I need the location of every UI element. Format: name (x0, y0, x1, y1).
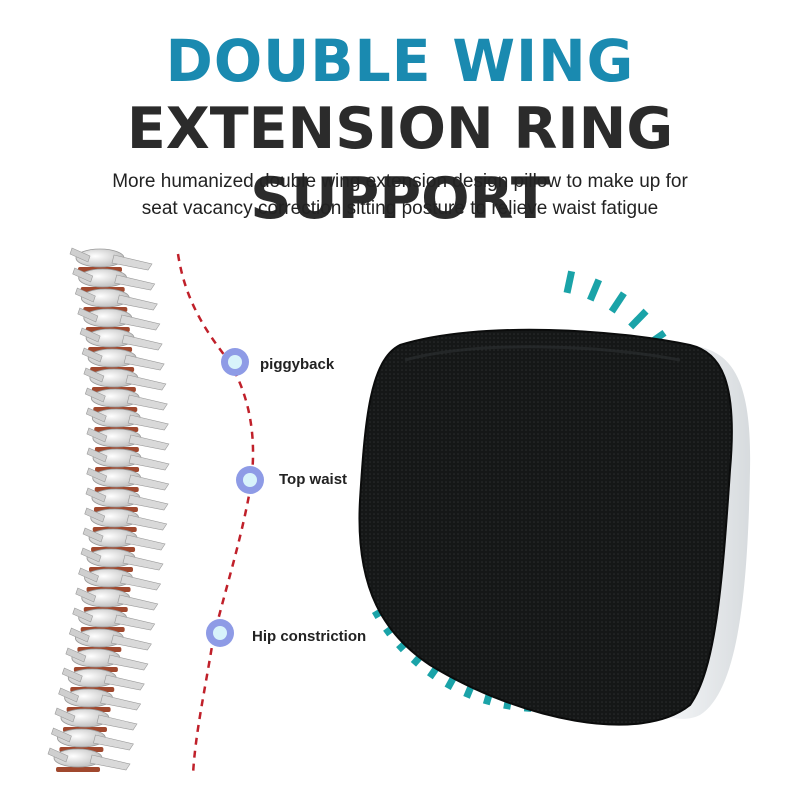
spine-image (47, 247, 170, 772)
subtitle: More humanized double wing extension des… (0, 168, 800, 222)
headline-line-2: EXTENSION RING SUPPORT (126, 96, 674, 232)
label-top-waist: Top waist (279, 471, 348, 488)
label-piggyback: piggyback (260, 356, 335, 373)
label-hip-constriction: Hip constriction (252, 628, 367, 645)
lumbar-pillow-image (358, 328, 751, 726)
marker-piggyback (221, 348, 249, 376)
posture-curve (176, 253, 255, 776)
marker-hip-constriction (206, 619, 234, 647)
marker-top-waist (236, 466, 264, 494)
subtitle-line-1: More humanized double wing extension des… (112, 171, 688, 192)
subtitle-line-2: seat vacancy correction sitting posture … (141, 198, 659, 219)
headline-line-1: DOUBLE WING (165, 27, 635, 95)
